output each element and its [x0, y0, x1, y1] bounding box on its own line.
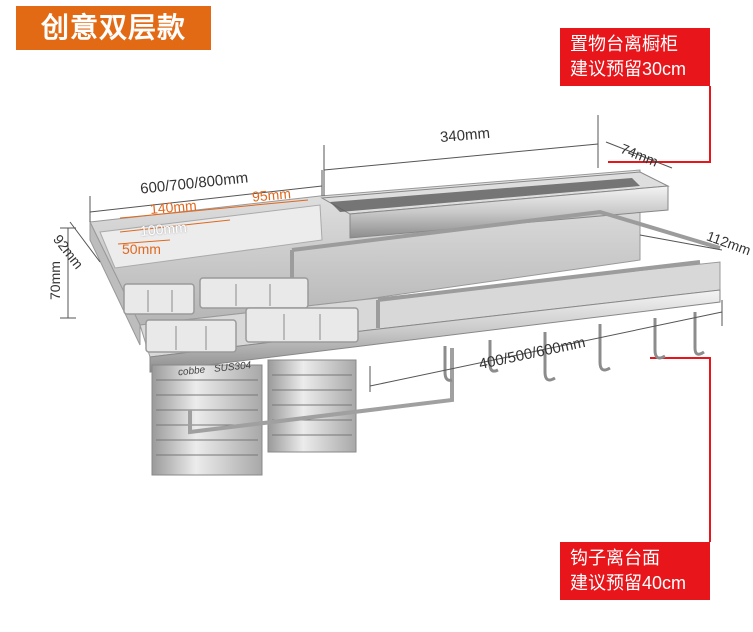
- hook-clearance-callout: 钩子离台面 建议预留40cm: [560, 542, 710, 600]
- callout-bottom-line1: 钩子离台面: [570, 548, 660, 568]
- dimension-lines: [60, 115, 723, 392]
- callout-bottom-line2: 建议预留40cm: [570, 573, 687, 593]
- hooks: [443, 312, 705, 382]
- callout-top-line2: 建议预留30cm: [570, 59, 687, 79]
- dim-cup-left: 140mm: [149, 196, 198, 218]
- cutlery-basket-left: [151, 364, 263, 476]
- cup-holders: [123, 277, 359, 353]
- cabinet-clearance-callout: 置物台离橱柜 建议预留30cm: [560, 28, 710, 86]
- dim-cup-right: 95mm: [251, 185, 292, 205]
- top-tray: [320, 171, 670, 239]
- dim-height: 70mm: [47, 261, 63, 300]
- lower-towel-bar: [188, 348, 454, 435]
- cutlery-basket-right: [267, 359, 357, 453]
- dim-cup-small: 50mm: [122, 241, 161, 257]
- model-title-badge: 创意双层款: [16, 6, 211, 50]
- callout-leader-bottom: [650, 357, 711, 542]
- dimension-lines-orange: [117, 199, 309, 245]
- cup-holder-dividers: [147, 284, 321, 350]
- callout-top-line1: 置物台离橱柜: [570, 34, 678, 54]
- kitchen-rack-illustration: [60, 86, 723, 542]
- callout-leader-top: [608, 86, 711, 163]
- towel-rail-upper: [290, 209, 721, 328]
- dim-top-width: 340mm: [439, 124, 491, 147]
- dim-cup-mid: 100mm: [139, 218, 188, 240]
